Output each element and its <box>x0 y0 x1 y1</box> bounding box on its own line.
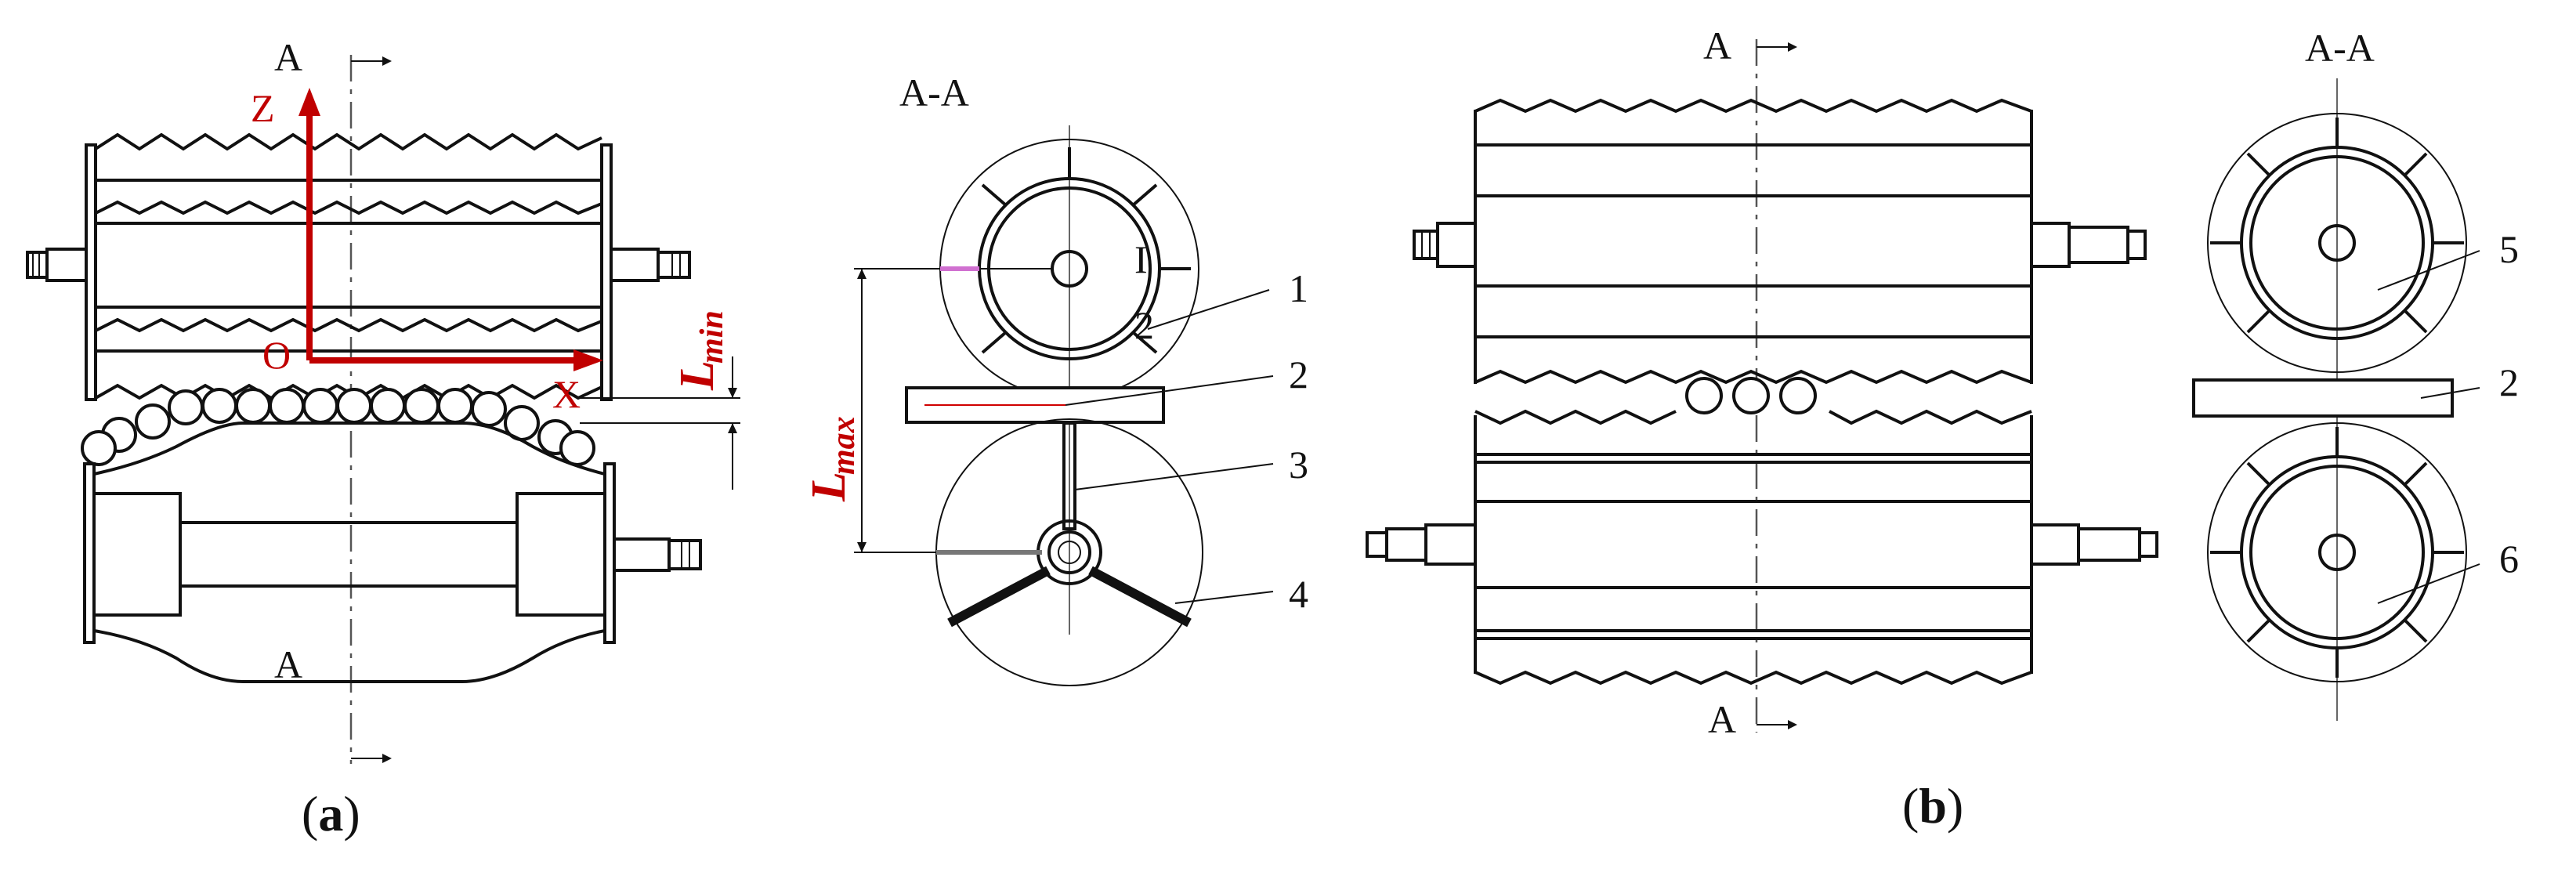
callout-5: 5 <box>2499 227 2519 271</box>
ball <box>403 388 440 424</box>
section-view-title-b: A-A <box>2305 26 2375 70</box>
roman-two-label: 2 <box>1134 303 1154 347</box>
lower-roller-right-nut <box>668 539 702 570</box>
ball-b <box>1685 377 1723 414</box>
section-view-title-a: A-A <box>899 71 969 114</box>
ball <box>81 430 117 466</box>
section-label-top: A <box>274 35 302 79</box>
ball <box>135 403 171 440</box>
rolling-balls <box>81 388 595 466</box>
callout-1: 1 <box>1289 266 1308 310</box>
coordinate-axes: Z O X <box>251 86 603 416</box>
lower-roller-hub-inner <box>1047 530 1091 574</box>
callout-6: 6 <box>2499 537 2519 581</box>
upper-roller-b <box>1413 98 2147 385</box>
panel-a-front-view: A <box>26 35 740 764</box>
lower-roller-top-profile <box>93 422 606 476</box>
lower-roller-vertical-blade <box>1062 422 1076 530</box>
ball <box>302 388 338 424</box>
upper-roller-b-bottom-serration <box>1474 369 2032 385</box>
upper-roller-b-top-serration <box>1474 98 2032 114</box>
lower-roller-right-shaft <box>613 537 671 572</box>
callout-2-b: 2 <box>2499 360 2519 404</box>
section-label-bottom: A <box>274 642 302 686</box>
panel-a-section-view: A-A I 2 <box>802 71 1308 686</box>
section-b-label-top: A <box>1703 24 1731 67</box>
lower-roller-right-hub <box>516 492 606 617</box>
section-arrowhead-bottom <box>382 754 392 763</box>
ball <box>559 430 595 466</box>
ball <box>471 391 507 427</box>
lmin-dimension: L min <box>580 310 740 490</box>
ball-b <box>1779 377 1817 414</box>
ball <box>269 388 305 424</box>
lower-roller-bottom-profile <box>93 629 606 683</box>
ball <box>437 388 473 424</box>
lmin-label: L <box>671 360 724 391</box>
upper-roller-left-shaft <box>45 248 88 282</box>
upper-roller-right-shaft <box>610 248 660 282</box>
z-axis-arrowhead <box>298 88 320 116</box>
origin-label: O <box>262 333 291 377</box>
upper-roller-right-nut <box>657 251 691 279</box>
lmax-dimension: L max <box>802 266 1054 555</box>
upper-roller-serration-3 <box>95 317 602 333</box>
ball <box>336 388 372 424</box>
ball <box>201 388 237 424</box>
axis-x-label: X <box>552 372 581 416</box>
lower-roller-left-hub <box>92 492 182 617</box>
lmin-subscript: min <box>694 310 730 364</box>
ball <box>370 388 406 424</box>
roman-one-label: I <box>1134 237 1148 281</box>
caption-b: (b) <box>1902 778 1963 834</box>
callout-3: 3 <box>1289 443 1308 487</box>
lower-roller-b <box>1366 415 2158 686</box>
lmax-label: L <box>802 472 856 502</box>
upper-roller-top-serration <box>94 132 602 151</box>
lower-roller-blade-right <box>1088 566 1192 628</box>
ball-b <box>1732 377 1770 414</box>
lmax-subscript: max <box>826 416 862 475</box>
workpiece-plate-b <box>2192 378 2454 418</box>
lower-roller-hub-core <box>1058 541 1081 564</box>
lower-roller-blade-left <box>947 566 1051 628</box>
section-arrowhead-top <box>382 56 392 66</box>
callout-2: 2 <box>1289 353 1308 396</box>
upper-roller-serration-2 <box>95 200 602 215</box>
caption-a: (a) <box>302 786 360 841</box>
callout-4: 4 <box>1289 572 1308 616</box>
lower-roller <box>83 422 702 683</box>
ball <box>168 389 204 425</box>
panel-b-front-view: A A <box>1366 24 2158 741</box>
panel-b-section-view: A-A <box>2192 26 2519 721</box>
section-b-label-bottom: A <box>1708 697 1736 741</box>
lower-roller-b-bottom-serration <box>1474 670 2032 686</box>
x-axis-arrowhead <box>573 349 603 371</box>
upper-roller-left-nut <box>26 251 49 279</box>
ball <box>235 388 271 424</box>
axis-z-label: Z <box>251 86 275 130</box>
